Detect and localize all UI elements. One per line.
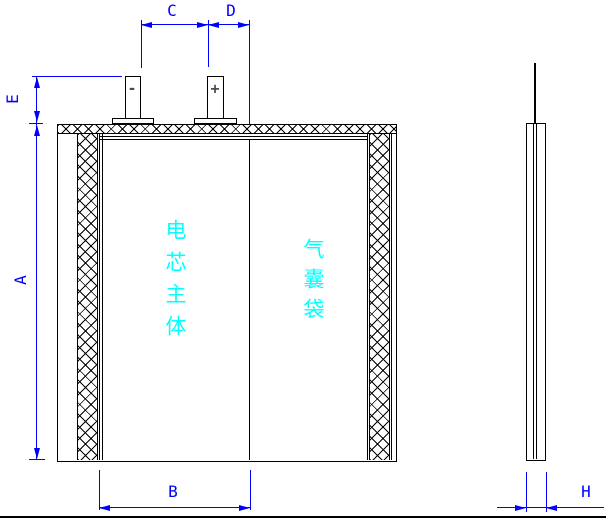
ext-line-h-right — [546, 472, 547, 512]
right-seal-edge-line — [391, 134, 392, 460]
top-seal-hatch — [57, 124, 397, 134]
ext-line-tab-top — [32, 76, 122, 77]
dim-line-c-d — [141, 24, 250, 25]
cell-body-label: 电芯主体 — [163, 219, 187, 347]
arrow-h-right — [546, 504, 557, 511]
gas-bag-label: 气囊袋 — [301, 238, 325, 328]
ext-line-pos-tab — [208, 20, 209, 67]
arrow-e-bottom — [33, 111, 40, 122]
side-view-inner-line-2 — [536, 124, 537, 459]
arrow-c-left — [141, 21, 152, 28]
negative-tab-flange — [112, 118, 154, 124]
left-seal-hatch — [77, 134, 98, 460]
arrow-e-top — [33, 77, 40, 88]
arrow-a-top — [33, 125, 40, 136]
side-view-tab-line — [534, 63, 536, 123]
side-view-inner-line-1 — [533, 124, 534, 459]
dim-label-e: E — [3, 94, 22, 104]
ext-line-h-left — [526, 472, 527, 512]
ext-line-b-right — [250, 470, 251, 510]
inner-line-left-inner — [102, 134, 103, 460]
sheet-border-bottom — [0, 516, 606, 518]
dim-label-h: H — [581, 482, 591, 501]
ext-line-b-left — [99, 470, 100, 510]
positive-terminal-symbol: + — [210, 79, 220, 98]
negative-terminal-symbol: - — [127, 79, 137, 98]
dim-line-b — [99, 507, 250, 508]
arrow-a-bottom — [33, 448, 40, 459]
dim-label-b: B — [168, 482, 178, 501]
inner-line-top-outer — [99, 136, 368, 137]
arrow-b-left — [99, 504, 110, 511]
positive-tab-flange — [194, 118, 237, 124]
ext-line-cell-edge — [249, 20, 250, 124]
arrow-d-right — [238, 21, 249, 28]
dim-label-a: A — [11, 275, 30, 285]
inner-line-top-inner — [99, 139, 368, 140]
right-seal-hatch — [369, 134, 390, 460]
arrow-d-left — [208, 21, 219, 28]
ext-tick-body-bottom — [29, 459, 45, 460]
dim-label-c: C — [167, 1, 177, 20]
dim-line-e-a — [36, 76, 37, 460]
arrow-h-left — [515, 504, 526, 511]
arrow-b-right — [239, 504, 250, 511]
pouch-outline — [57, 124, 397, 462]
cell-gasbag-divider-line — [249, 139, 250, 460]
inner-line-left-outer — [99, 134, 100, 460]
dim-label-d: D — [226, 1, 236, 20]
arrow-c-right — [197, 21, 208, 28]
inner-line-right — [367, 134, 368, 460]
ext-line-neg-tab — [141, 20, 142, 68]
